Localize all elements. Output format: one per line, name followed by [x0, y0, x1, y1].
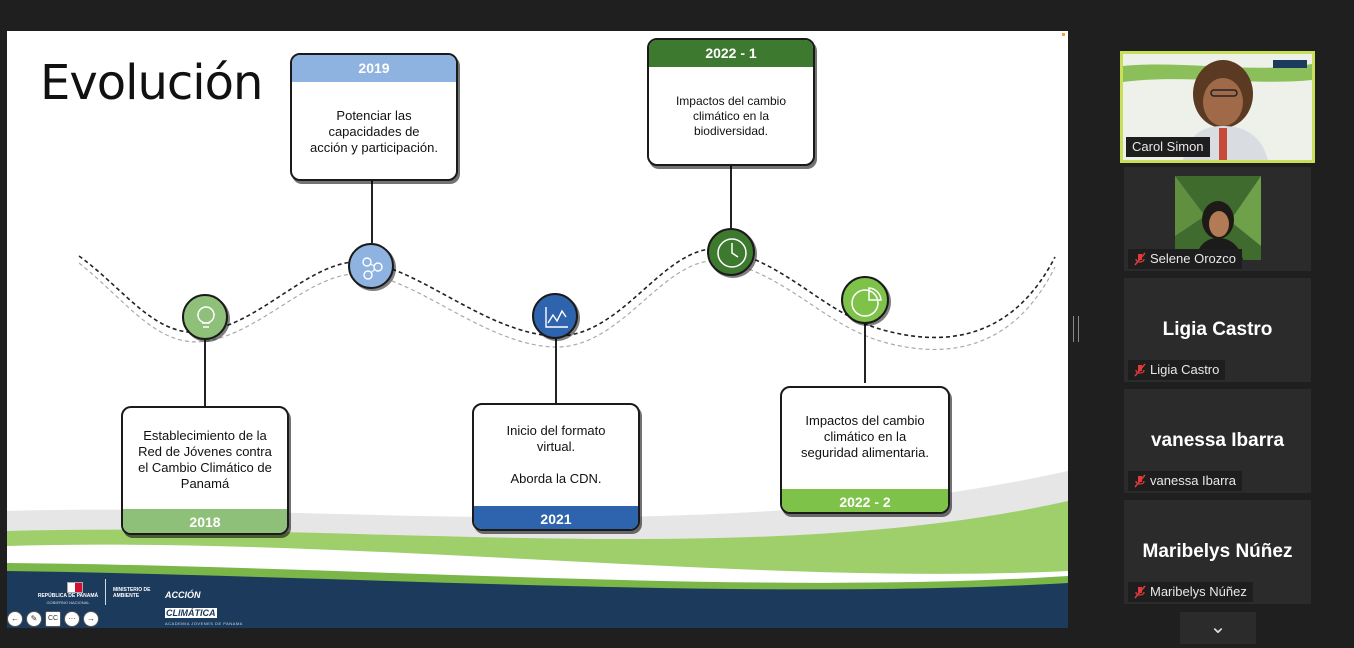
connector-2019 [371, 181, 373, 243]
chevron-down-icon[interactable]: ⌄ [1180, 612, 1256, 644]
milestone-card-2022-1: 2022 - 1 Impactos del cambio climático e… [647, 38, 815, 166]
cc-icon[interactable]: CC [45, 611, 61, 627]
milestone-year: 2018 [123, 509, 287, 533]
milestone-year: 2019 [292, 55, 456, 82]
back-icon[interactable]: ← [7, 611, 23, 627]
connector-2022-2 [864, 321, 866, 383]
panama-flag-icon [67, 582, 83, 593]
participant-tile-ligia-castro[interactable]: Ligia Castro Ligia Castro [1124, 278, 1311, 382]
participant-name: Carol Simon [1126, 137, 1210, 157]
milestone-text-line: Potenciar las [336, 108, 412, 123]
participant-name: Ligia Castro [1128, 360, 1226, 380]
more-icon[interactable]: ··· [64, 611, 80, 627]
ministerio-label: MINISTERIO DE AMBIENTE [113, 587, 151, 599]
participant-name-text: Selene Orozco [1150, 251, 1236, 266]
pie-chart-icon [841, 276, 889, 324]
milestone-card-2021: Inicio del formato virtual. Aborda la CD… [472, 403, 640, 531]
republica-label: REPÚBLICA DE PANAMÁ [37, 593, 99, 599]
muted-mic-icon [1134, 585, 1146, 599]
milestone-card-2019: 2019 Potenciar las capacidades de acción… [290, 53, 458, 181]
slide-controls: ← ✎ CC ··· → [7, 611, 99, 627]
muted-mic-icon [1134, 474, 1146, 488]
participant-display-name: Ligia Castro [1162, 319, 1273, 340]
milestone-text-line: Inicio del formato [506, 423, 606, 438]
milestone-text-line: acción y participación. [310, 140, 438, 155]
accion-label: ACCIÓN [165, 590, 201, 600]
milestone-year: 2022 - 2 [782, 489, 948, 512]
clock-icon [707, 228, 755, 276]
academia-label: ACADEMIA JOVENES DE PANAMA [165, 621, 243, 626]
accion-climatica-logo: ACCIÓN CLIMÁTICA ACADEMIA JOVENES DE PAN… [165, 585, 245, 626]
milestone-text-line: climático en la [823, 429, 907, 444]
participant-name-text: Ligia Castro [1150, 362, 1220, 377]
gobierno-label: GOBIERNO NACIONAL [46, 600, 90, 605]
slide-corner-marker [1062, 33, 1065, 36]
forward-icon[interactable]: → [83, 611, 99, 627]
milestone-card-2018: Establecimiento de la Red de Jóvenes con… [121, 406, 289, 535]
milestone-text-line: climático en la [692, 109, 770, 123]
participant-name: Selene Orozco [1128, 249, 1242, 269]
chart-icon [532, 293, 578, 339]
participant-tile-maribelys-nunez[interactable]: Maribelys Núñez Maribelys Núñez [1124, 500, 1311, 604]
milestone-year: 2022 - 1 [649, 40, 813, 67]
lightbulb-icon [182, 294, 228, 340]
milestone-card-2022-2: Impactos del cambio climático en la segu… [780, 386, 950, 514]
participant-tile-selene-orozco[interactable]: Selene Orozco [1124, 167, 1311, 271]
climatica-label: CLIMÁTICA [165, 608, 217, 618]
milestone-text-line: biodiversidad. [693, 124, 769, 138]
participant-name: vanessa Ibarra [1128, 471, 1242, 491]
participant-tile-carol-simon[interactable]: Carol Simon [1120, 51, 1315, 163]
milestone-text-line: Impactos del cambio [675, 94, 787, 108]
participant-display-name: Maribelys Núñez [1142, 541, 1293, 562]
muted-mic-icon [1134, 252, 1146, 266]
milestone-text-line: capacidades de [328, 124, 420, 139]
milestone-text-line: virtual. [536, 439, 576, 454]
milestone-text-line: Aborda la CDN. [510, 471, 602, 486]
milestone-year: 2021 [474, 506, 638, 529]
participant-name: Maribelys Núñez [1128, 582, 1253, 602]
participant-tile-vanessa-ibarra[interactable]: vanessa Ibarra vanessa Ibarra [1124, 389, 1311, 493]
connector-2022-1 [730, 166, 732, 228]
milestone-text-line: Red de Jóvenes contra [138, 444, 272, 459]
milestone-text-line: Establecimiento de la [143, 428, 267, 443]
connector-2018 [204, 336, 206, 406]
pen-icon[interactable]: ✎ [26, 611, 42, 627]
footer-divider [105, 579, 106, 605]
slide-title: Evolución [40, 55, 263, 111]
participant-name-text: Maribelys Núñez [1150, 584, 1247, 599]
presentation-slide: Evolución Establecimiento de la Red de J… [7, 31, 1068, 628]
milestone-text-line: el Cambio Climático de [138, 460, 272, 475]
muted-mic-icon [1134, 363, 1146, 377]
participant-display-name: vanessa Ibarra [1150, 430, 1285, 451]
participant-name-text: vanessa Ibarra [1150, 473, 1236, 488]
milestone-text-line: seguridad alimentaria. [801, 445, 929, 460]
participant-video [1175, 176, 1261, 260]
panel-resize-handle[interactable] [1073, 316, 1079, 342]
connector-2021 [555, 336, 557, 403]
milestone-text-line: Impactos del cambio [805, 413, 925, 428]
milestone-text-line: Panamá [180, 476, 230, 491]
network-icon [348, 243, 394, 289]
